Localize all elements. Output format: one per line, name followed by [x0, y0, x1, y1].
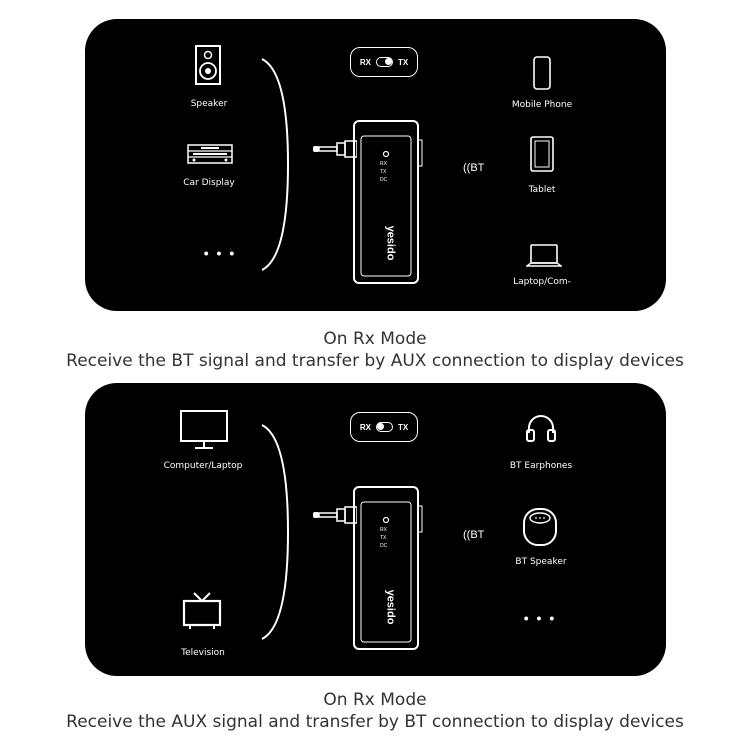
indicator-dc: DC: [380, 177, 388, 183]
rx-mode-title: On Rx Mode: [323, 329, 427, 349]
smart-speaker-icon: [523, 508, 557, 546]
television-label: Television: [181, 648, 225, 658]
aux-jack-icon: [313, 140, 357, 158]
indicator-rx: RX: [380, 527, 387, 533]
tablet-label: Tablet: [528, 185, 556, 195]
device-indicators: RX TX DC: [380, 160, 387, 184]
indicator-dc: DC: [380, 543, 388, 549]
bracket-divider: [261, 58, 290, 271]
bluetooth-signal: ((BT: [463, 529, 484, 541]
bt-earphones-label: BT Earphones: [509, 461, 573, 471]
rx-mode-description: Receive the BT signal and transfer by AU…: [66, 351, 684, 371]
tx-mode-description: Receive the AUX signal and transfer by B…: [66, 712, 684, 732]
tx-mode-panel: Computer/Laptop Television RX TX RX TX D…: [85, 383, 666, 676]
device-indicators: RX TX DC: [380, 526, 387, 550]
bracket-divider: [261, 424, 290, 640]
more-devices-indicator: • • •: [203, 245, 237, 261]
bluetooth-adapter-device: [353, 486, 423, 650]
car-display-icon: [187, 144, 233, 164]
rx-mode-panel: Speaker Car Display • • • RX TX RX TX: [85, 19, 666, 311]
television-icon: [182, 592, 222, 629]
rx-label: RX: [359, 422, 371, 432]
monitor-icon: [180, 410, 228, 449]
headphones-icon: [526, 415, 556, 442]
rx-tx-toggle: RX TX: [350, 412, 418, 442]
brand-logo: yesido: [384, 589, 397, 625]
rx-label: RX: [359, 57, 371, 67]
computer-laptop-label: Computer/Laptop: [163, 461, 243, 471]
speaker-icon: [195, 45, 221, 85]
tx-label: TX: [397, 57, 409, 67]
bt-label: BT: [470, 162, 485, 174]
signal-waves-icon: ((: [463, 162, 471, 174]
rx-tx-toggle: RX TX: [350, 47, 418, 77]
tablet-icon: [530, 136, 554, 172]
tx-label: TX: [397, 422, 409, 432]
switch-icon: [375, 422, 393, 432]
aux-jack-icon: [313, 506, 357, 524]
signal-waves-icon: ((: [463, 529, 471, 541]
more-devices-indicator: • • •: [523, 610, 557, 626]
mobile-phone-label: Mobile Phone: [511, 100, 573, 110]
laptop-label: Laptop/Com-: [513, 277, 571, 287]
brand-logo: yesido: [384, 225, 397, 261]
indicator-tx: TX: [380, 535, 387, 541]
bt-label: BT: [470, 529, 485, 541]
switch-icon: [375, 57, 393, 67]
bluetooth-adapter-device: [353, 120, 423, 284]
car-display-label: Car Display: [183, 178, 235, 188]
tx-mode-title: On Rx Mode: [323, 690, 427, 710]
indicator-rx: RX: [380, 161, 387, 167]
mobile-phone-icon: [533, 56, 551, 90]
laptop-icon: [526, 244, 562, 267]
bluetooth-signal: ((BT: [463, 162, 484, 174]
speaker-label: Speaker: [190, 99, 228, 109]
indicator-tx: TX: [380, 169, 387, 175]
bt-speaker-label: BT Speaker: [515, 557, 567, 567]
